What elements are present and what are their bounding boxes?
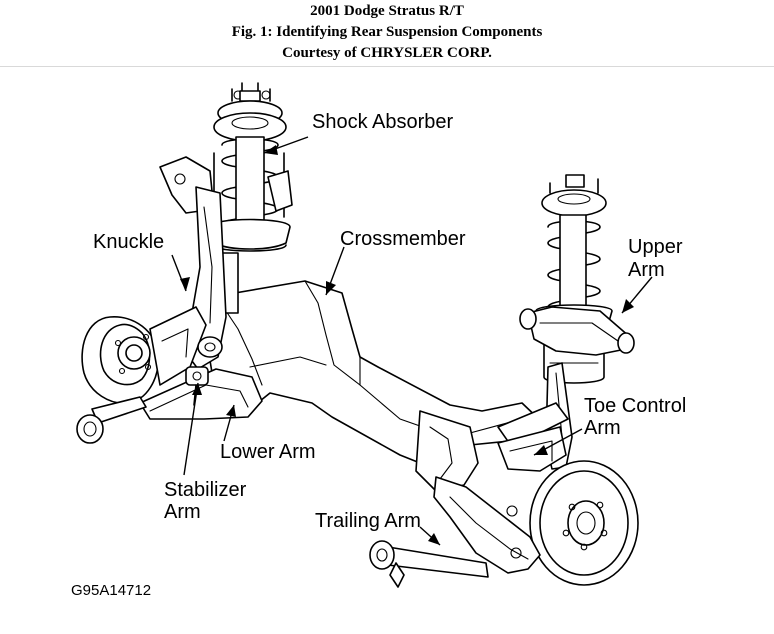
shock-absorber-arrowhead [264, 145, 278, 155]
toe-control-arm-label-line1: Toe Control [584, 395, 686, 417]
shock-absorber-label: Shock Absorber [312, 111, 454, 133]
figure-caption: Fig. 1: Identifying Rear Suspension Comp… [231, 24, 543, 40]
vehicle-title: 2001 Dodge Stratus R/T [310, 3, 464, 19]
stabilizer-arm-label-line1: Stabilizer [164, 479, 247, 501]
crossmember-label: Crossmember [340, 228, 466, 250]
left-tie-rod-end [76, 396, 147, 444]
document-header: 2001 Dodge Stratus R/T Fig. 1: Identifyi… [0, 0, 774, 66]
crossmember-arrowhead [326, 281, 336, 295]
knuckle-arrowhead [180, 277, 190, 291]
trailing-arm-arrowhead [428, 533, 440, 545]
courtesy-line: Courtesy of CHRYSLER CORP. [282, 45, 492, 61]
knuckle-label: Knuckle [93, 231, 164, 253]
left-shock-absorber [209, 82, 293, 314]
header-divider [0, 66, 774, 67]
trailing-arm-label: Trailing Arm [315, 510, 421, 532]
trailing-arm-part [369, 476, 541, 588]
suspension-drawing: Shock Absorber Knuckle Crossmember Upper… [71, 82, 686, 599]
upper-arm-part [519, 306, 635, 356]
lower-arm-arrowhead [226, 405, 236, 417]
right-brake-rotor [497, 426, 639, 586]
stabilizer-arm-arrowhead [192, 383, 202, 395]
left-knuckle [81, 156, 227, 404]
toe-control-arm-label-line2: Arm [584, 417, 621, 439]
lower-arm-label: Lower Arm [220, 441, 316, 463]
figure-code: G95A14712 [71, 582, 151, 599]
upper-arm-arrowhead [622, 299, 634, 313]
suspension-diagram: Shock Absorber Knuckle Crossmember Upper… [0, 67, 774, 634]
stabilizer-arm-label-line2: Arm [164, 501, 201, 523]
stabilizer-arm-leader [183, 382, 199, 476]
upper-arm-label-line1: Upper [628, 236, 683, 258]
toe-control-arm-arrowhead [534, 445, 548, 455]
upper-arm-label-line2: Arm [628, 259, 665, 281]
